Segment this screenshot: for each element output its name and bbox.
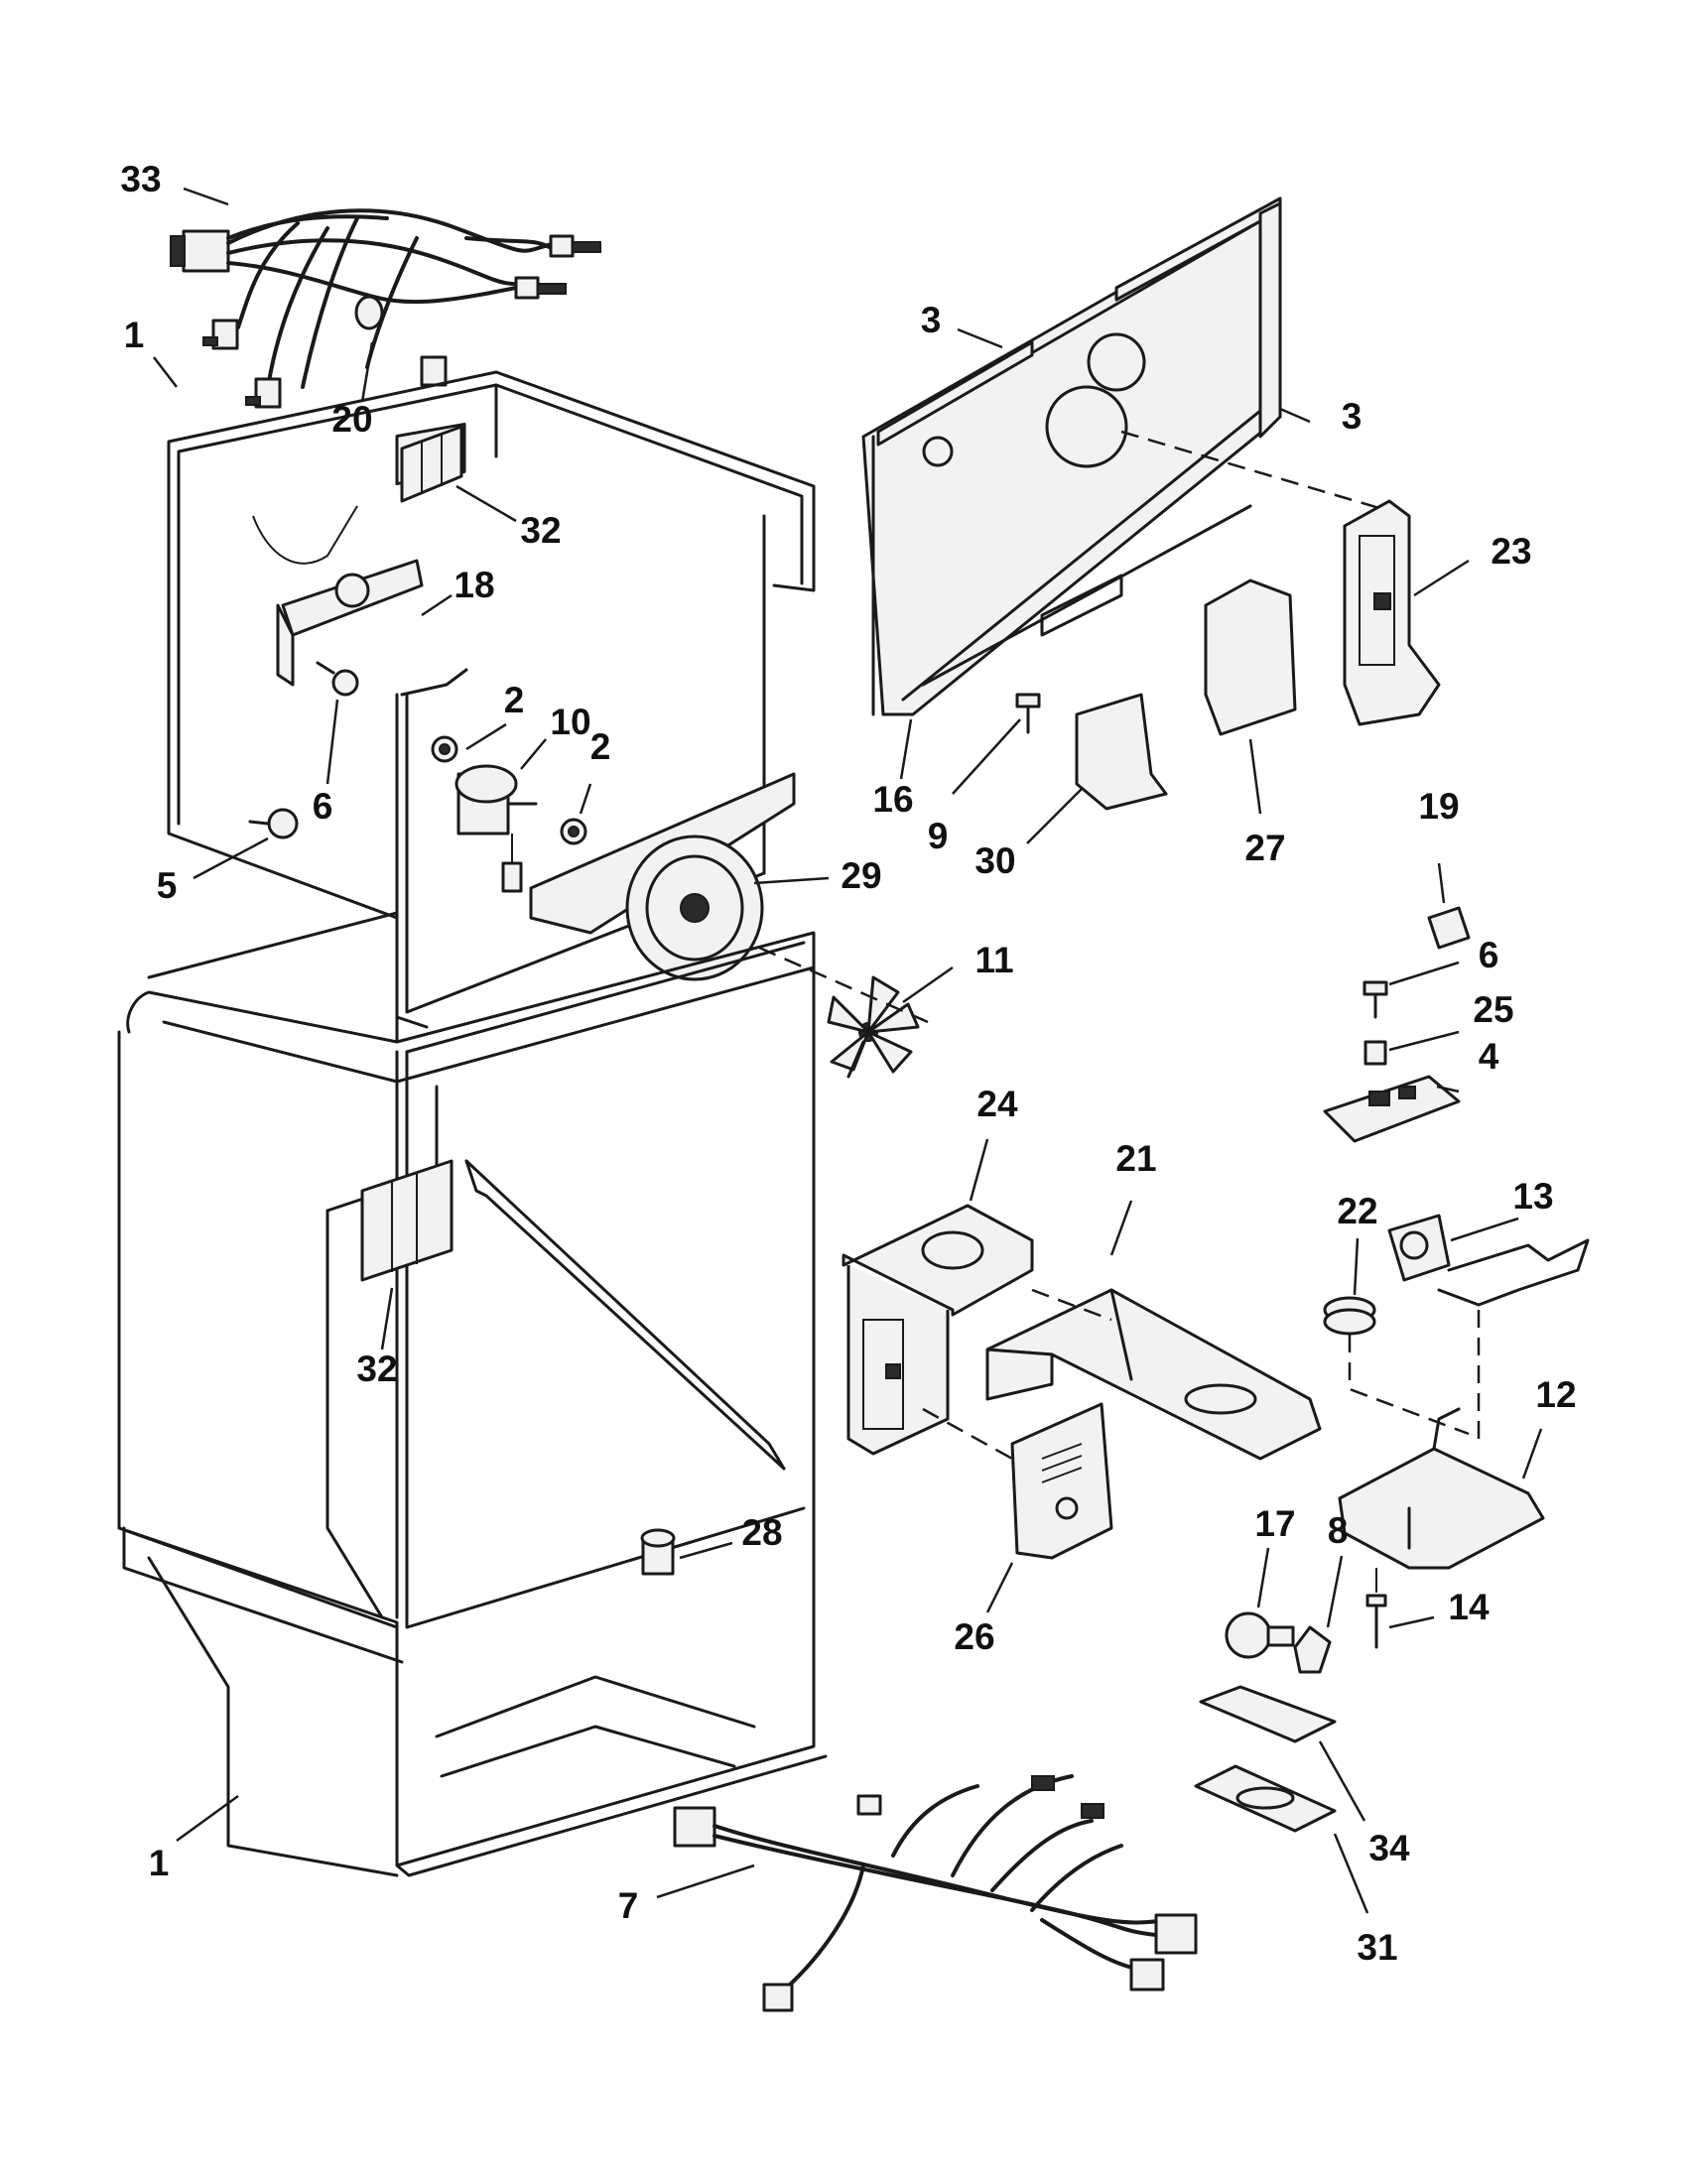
label-3-right: 3 — [1342, 396, 1363, 437]
part-13-thermostat — [1387, 1214, 1590, 1307]
part-14-screw — [1365, 1594, 1387, 1649]
label-21: 21 — [1115, 1138, 1156, 1179]
label-13: 13 — [1512, 1176, 1553, 1217]
part-10-evaporator-motor — [454, 764, 538, 893]
part-21-cover — [985, 1288, 1322, 1461]
part-7-wire-harness — [673, 1774, 1198, 2012]
label-7: 7 — [618, 1885, 639, 1926]
label-32-lower: 32 — [356, 1349, 397, 1389]
part-8-socket — [1293, 1625, 1332, 1674]
label-23: 23 — [1491, 531, 1531, 572]
part-24-housing — [842, 1204, 1034, 1456]
part-19-clip — [1427, 906, 1471, 950]
label-2-a: 2 — [504, 680, 525, 720]
part-4-control-board — [1323, 1075, 1461, 1143]
label-33: 33 — [120, 159, 161, 199]
part-12-housing — [1338, 1407, 1545, 1570]
label-34: 34 — [1368, 1828, 1410, 1868]
part-31-light-housing — [1194, 1764, 1337, 1833]
part-9-screw — [1015, 693, 1041, 734]
part-3-gasket-left — [876, 340, 1034, 447]
part-22-ring — [1323, 1296, 1376, 1336]
part-34-light-lens — [1199, 1685, 1337, 1743]
label-28: 28 — [741, 1512, 782, 1553]
part-2-grommet-a — [431, 735, 458, 763]
part-27-housing — [1204, 578, 1297, 736]
label-32-upper: 32 — [520, 510, 561, 551]
part-29-fan-shroud — [529, 772, 796, 981]
part-3-gasket-right — [1258, 201, 1282, 439]
label-3-left: 3 — [921, 300, 942, 340]
label-16: 16 — [872, 779, 913, 820]
label-27: 27 — [1244, 828, 1285, 868]
leader-lines — [153, 187, 1543, 1914]
part-32-vent-lower — [360, 1159, 454, 1282]
label-1-lower: 1 — [149, 1843, 170, 1883]
label-30: 30 — [974, 840, 1015, 881]
label-31: 31 — [1357, 1927, 1397, 1968]
label-5: 5 — [157, 865, 178, 906]
label-12: 12 — [1535, 1374, 1576, 1415]
label-1-upper: 1 — [124, 315, 145, 355]
label-17: 17 — [1254, 1503, 1295, 1544]
part-32-vent-upper — [400, 425, 463, 503]
part-23-air-duct — [1343, 499, 1441, 726]
label-14: 14 — [1448, 1587, 1490, 1627]
label-9: 9 — [928, 816, 949, 856]
label-20: 20 — [331, 399, 372, 440]
label-6-right: 6 — [1479, 935, 1499, 975]
part-28-plug — [640, 1528, 676, 1576]
label-6-left: 6 — [313, 786, 333, 827]
label-19: 19 — [1418, 786, 1459, 827]
part-1-refrigerator-liner — [117, 911, 828, 1877]
label-4: 4 — [1479, 1036, 1499, 1077]
part-17-light-bulb — [1225, 1611, 1295, 1659]
label-26: 26 — [954, 1616, 994, 1657]
label-22: 22 — [1337, 1191, 1377, 1231]
part-5-plug — [248, 808, 299, 839]
label-2-b: 2 — [590, 726, 611, 767]
part-18-bracket — [276, 559, 424, 687]
label-10: 10 — [550, 702, 590, 742]
label-8: 8 — [1328, 1510, 1349, 1551]
label-29: 29 — [841, 855, 881, 896]
part-2-grommet-b — [560, 818, 587, 845]
part-11-fan-blade — [827, 975, 920, 1079]
part-33-wire-harness — [170, 208, 601, 409]
part-6-screw-left — [316, 661, 359, 697]
label-18: 18 — [454, 565, 494, 605]
label-24: 24 — [976, 1084, 1018, 1124]
part-6-screw-right — [1363, 980, 1388, 1019]
label-25: 25 — [1473, 989, 1513, 1030]
label-11: 11 — [974, 940, 1013, 980]
callout-labels: 33 20 1 32 18 2 10 2 6 5 29 11 3 3 23 16… — [120, 159, 1576, 1968]
part-25-spacer — [1363, 1040, 1387, 1066]
part-30-air-duct-cover — [1075, 693, 1168, 811]
part-26-cover — [1010, 1402, 1113, 1560]
